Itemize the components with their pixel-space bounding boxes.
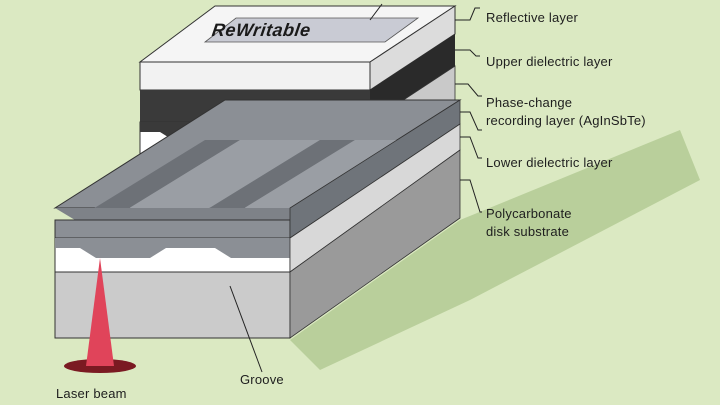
substrate-label-line2: disk substrate [486, 224, 570, 239]
laser-beam-label: Laser beam [56, 386, 127, 401]
reflective-layer-front [139, 61, 371, 91]
groove-label: Groove [240, 372, 284, 387]
substrate-side [289, 149, 461, 339]
phase-change-front [54, 219, 291, 239]
phase-change-label-line2: recording layer (AgInSbTe) [486, 113, 646, 128]
stack-shadow [290, 130, 700, 370]
logo-plate [203, 17, 420, 43]
substrate-label-line1: Polycarbonate [486, 206, 572, 221]
phase-change-label-line1: Phase-change [486, 95, 573, 110]
reflective-layer-label: Reflective layer [486, 10, 579, 25]
lower-groove-profile [55, 238, 290, 258]
laser-beam [86, 258, 114, 366]
rewritable-logo: ReWritable [210, 20, 313, 40]
leader-lines [229, 3, 482, 373]
upper-dielectric-label: Upper dielectric layer [486, 54, 613, 69]
phase-change-edge [55, 208, 290, 220]
groove-1 [75, 140, 240, 220]
groove-2 [190, 140, 355, 220]
land-1 [110, 140, 320, 220]
lower-dielectric-label: Lower dielectric layer [486, 155, 613, 170]
substrate-front [54, 271, 291, 339]
